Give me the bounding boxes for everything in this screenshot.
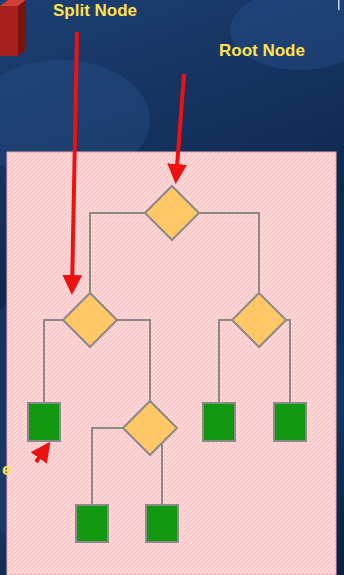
leaf-square <box>28 403 306 542</box>
slide-tick <box>338 0 340 10</box>
callout-label: e <box>2 460 11 480</box>
callout-label: Split Node <box>53 1 137 21</box>
decision-diamond <box>63 186 286 455</box>
pointer-arrow <box>36 32 184 462</box>
red-block <box>0 0 26 56</box>
tree-panel <box>7 152 336 575</box>
tree-branches <box>44 213 290 505</box>
callout-label: Root Node <box>219 41 305 61</box>
